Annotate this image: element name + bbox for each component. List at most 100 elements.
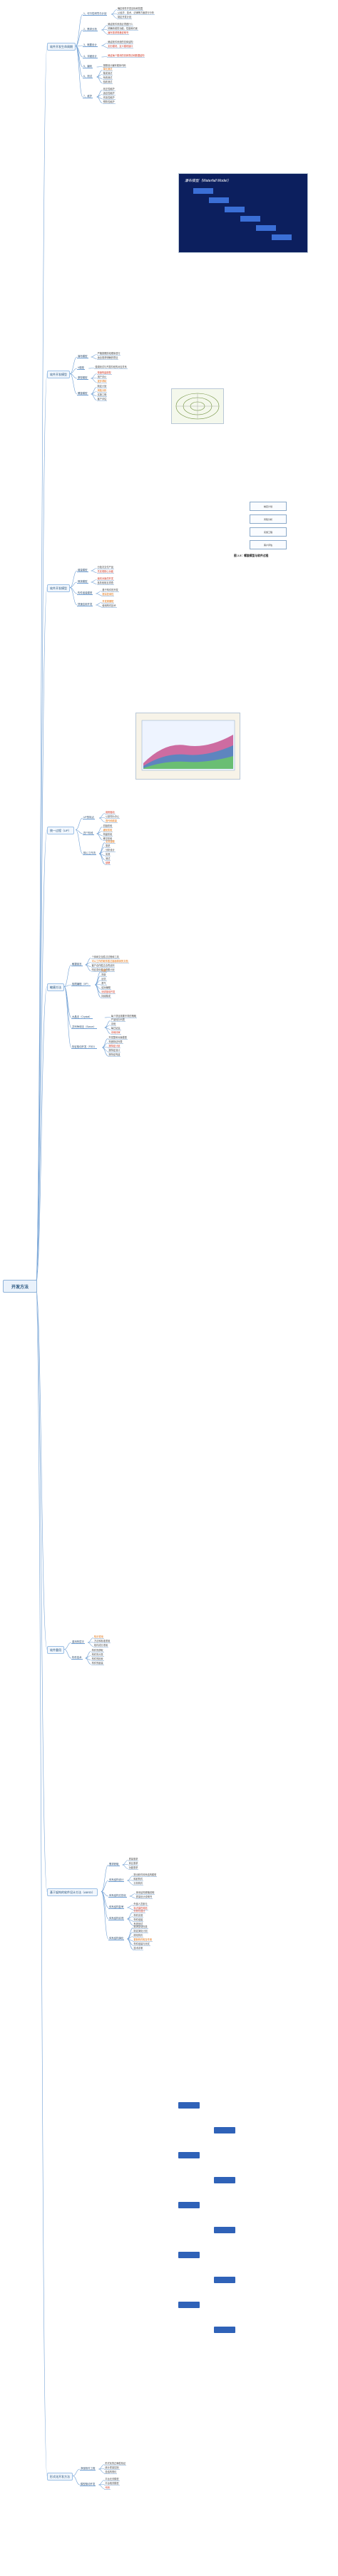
sub-node[interactable]: 核心工作流	[83, 851, 96, 855]
sub-node[interactable]: 模型驱动开发	[80, 2482, 96, 2486]
leaf-node: 制定计划	[96, 385, 108, 388]
leaf-node: 按特征构建	[108, 1053, 121, 1057]
connector	[96, 66, 103, 68]
sub-node[interactable]: 净室软件工程	[80, 2466, 96, 2471]
branch-node[interactable]: 软件重用	[47, 1646, 64, 1654]
spiral-step-box: 客户评估	[250, 540, 287, 549]
sub-node[interactable]: V模型	[77, 366, 86, 370]
sub-node[interactable]: 7、维护	[83, 94, 93, 98]
connector	[63, 1642, 72, 1650]
sub-node[interactable]: 体系结构设计	[108, 1878, 125, 1882]
sub-node[interactable]: 水晶法（Crystal）	[71, 1015, 93, 1019]
leaf-node: 严格按照阶段顺序进行	[96, 352, 121, 356]
branch-node[interactable]: 软件开发模型	[47, 584, 70, 592]
spiral-steps-figure: 制定计划风险分析实施工程客户评估 图 2-5：螺旋模型与软件过程	[228, 499, 307, 563]
branch-node[interactable]: 基于架构的软件设计方法（ABSD）	[47, 1888, 98, 1896]
leaf-node: 各阶段相互重叠	[96, 581, 114, 585]
sub-node[interactable]: 螺旋模型	[77, 391, 88, 395]
connector	[69, 356, 78, 374]
waterfall-step	[240, 216, 260, 222]
connector	[127, 1907, 133, 1910]
sub-node[interactable]: 敏捷宣言	[71, 962, 83, 966]
leaf-node: 个体和交互胜过过程和工具	[91, 956, 120, 959]
waterfall-steps	[193, 188, 292, 240]
connector	[35, 46, 48, 1286]
sub-node[interactable]: 体系结构文档化	[108, 1893, 127, 1898]
sub-node[interactable]: 特征驱动开发（FDD）	[71, 1045, 98, 1049]
branch-node[interactable]: 形式化开发方法	[47, 2473, 73, 2481]
leaf-node: 构造特征列表	[108, 1040, 123, 1044]
connector	[101, 1891, 109, 1940]
leaf-node: 适应性维护	[102, 92, 116, 95]
sub-node[interactable]: 四个阶段	[83, 831, 94, 835]
connector	[98, 842, 106, 854]
leaf-node: 反馈	[101, 978, 107, 981]
leaf-node: 开发周期短	[101, 600, 115, 604]
flowchart-step	[178, 2252, 200, 2258]
connector	[96, 96, 103, 103]
sub-node[interactable]: 6、测试	[83, 74, 93, 78]
sub-node[interactable]: 体系结构复审	[108, 1905, 125, 1909]
connector	[101, 29, 108, 34]
leaf-node: 用例驱动	[105, 811, 116, 814]
leaf-node: 测试	[105, 857, 111, 861]
sub-node[interactable]: UP的特点	[83, 815, 95, 819]
leaf-node: 简单	[101, 973, 107, 977]
sub-node[interactable]: 5、编码	[83, 64, 93, 68]
branch-label: 软件开发模型	[50, 372, 67, 376]
sub-node[interactable]: 瀑布模型	[77, 354, 88, 358]
sub-node[interactable]: 构件技术	[71, 1655, 83, 1660]
leaf-node: 构件的分类	[91, 1653, 104, 1657]
colored-bands	[141, 720, 235, 771]
connector	[122, 1864, 128, 1869]
waterfall-step	[256, 225, 276, 231]
waterfall-step	[209, 197, 229, 203]
leaf-node: 基于构件的开发	[101, 589, 119, 592]
leaf-node: 移交阶段	[102, 837, 113, 841]
leaf-node: 系统测试	[133, 1923, 144, 1926]
leaf-node: 明确系统的功能、性能和约束	[107, 27, 138, 31]
leaf-node: 以架构为中心	[105, 815, 121, 819]
sub-node[interactable]: 1、可行性研究与计划	[83, 11, 108, 16]
flowchart-step	[214, 2277, 235, 2283]
leaf-node: 确定软件系统必须做什么	[107, 23, 134, 26]
branch-node[interactable]: 统一过程（UP）	[47, 827, 74, 834]
leaf-node: 每个项目需要不同的策略	[110, 1015, 137, 1018]
sub-node[interactable]: 体系结构实现	[108, 1916, 125, 1920]
sub-node[interactable]: 2、需求分析	[83, 27, 98, 31]
connector	[87, 1638, 94, 1643]
sub-node[interactable]: 体系结构演化	[108, 1936, 125, 1940]
sub-node[interactable]: 4、详细设计	[83, 54, 98, 58]
branch-label: 软件开发模型	[50, 586, 67, 590]
leaf-node: 质量需求	[128, 1858, 139, 1861]
sub-node[interactable]: 并列争球法（Scrum）	[71, 1025, 97, 1029]
leaf-node: 构件的组装	[91, 1662, 104, 1665]
sub-node[interactable]: 原型模型	[77, 376, 88, 380]
sub-node[interactable]: 快速应用开发	[77, 602, 93, 606]
root-node[interactable]: 开发方法	[3, 1280, 37, 1293]
leaf-node: 集成测试	[102, 72, 113, 76]
connector	[96, 604, 102, 607]
sub-node[interactable]: 需求获取	[108, 1862, 120, 1866]
branch-label: 敏捷方法	[50, 985, 61, 989]
connector	[75, 14, 83, 46]
branch-node[interactable]: 敏捷方法	[47, 983, 64, 991]
connector	[127, 1918, 133, 1925]
leaf-node: 按特征计划	[108, 1045, 121, 1048]
flowchart-step	[178, 2202, 200, 2208]
waterfall-step	[272, 234, 292, 240]
leaf-node: 可以工作的软件胜过面面俱到的文档	[91, 960, 129, 963]
connector	[98, 853, 106, 864]
sub-node[interactable]: 极限编程（XP）	[71, 982, 91, 986]
connector	[127, 1928, 133, 1940]
sub-node[interactable]: 3、概要设计	[83, 43, 98, 47]
branch-node[interactable]: 软件开发生命周期	[47, 43, 76, 51]
branch-label: 形式化开发方法	[50, 2474, 70, 2478]
branch-node[interactable]: 软件开发模型	[47, 371, 70, 378]
sub-node[interactable]: 重用的层次	[71, 1640, 85, 1644]
sub-node[interactable]: 构件组装模型	[77, 591, 93, 595]
leaf-node: 分析与设计	[133, 1910, 146, 1913]
leaf-node: 需求变动归类	[133, 1925, 148, 1929]
sub-node[interactable]: 增量模型	[77, 568, 88, 572]
sub-node[interactable]: 喷泉模型	[77, 579, 88, 584]
